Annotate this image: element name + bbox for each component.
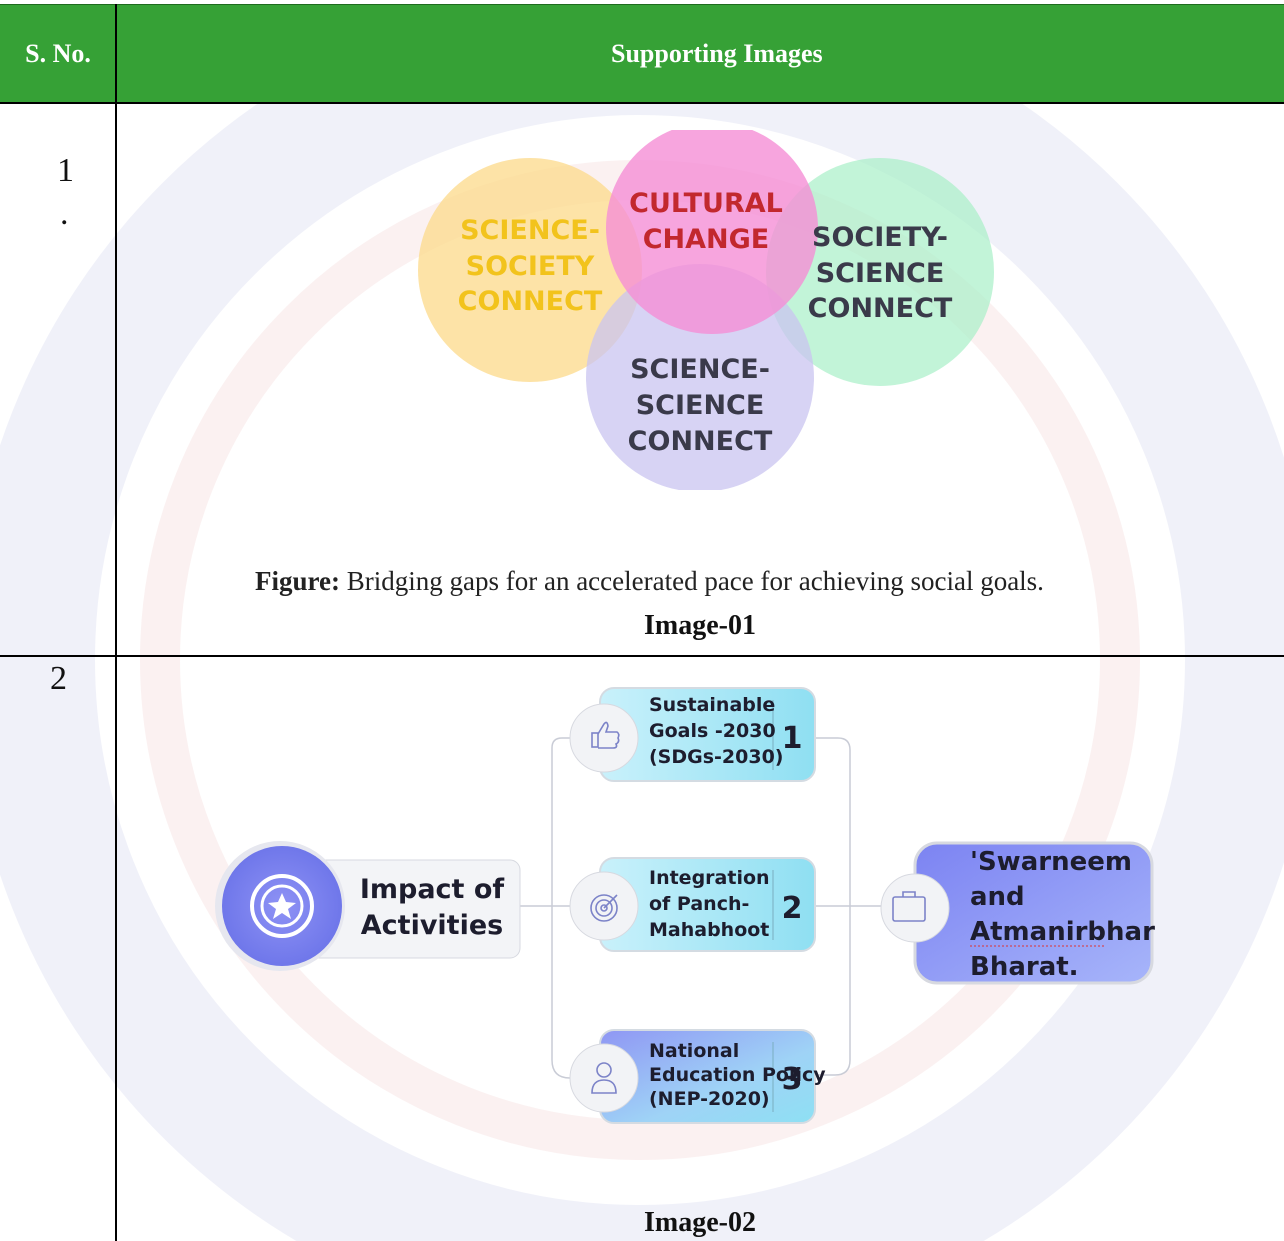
target-line-1: 'Swarneem (970, 847, 1132, 877)
header-supporting-images: Supporting Images (611, 38, 823, 68)
star-badge-icon (250, 874, 314, 938)
flow-diagram: Impact of Activities Sustainable Goals -… (215, 687, 1155, 1124)
target-line-4: Bharat. (970, 952, 1079, 982)
source-line-2: Activities (361, 910, 503, 941)
item-2-line-3: Mahabhoot (649, 919, 769, 941)
header-sno: S. No. (25, 38, 91, 68)
flow-target-node: 'Swarneem and Atmanirbhar Bharat. (880, 841, 1155, 985)
item-2-line-2: of Panch- (649, 893, 749, 915)
venn-right-line-2: SCIENCE (816, 258, 945, 289)
figure-caption-label: Figure: (255, 566, 340, 596)
venn-circle-left (418, 158, 642, 382)
figure-caption: Figure: Bridging gaps for an accelerated… (255, 566, 1044, 597)
flow-item-1: Sustainable Goals -2030 (SDGs-2030) 1 (569, 687, 816, 782)
target-line-3: Atmanirbhar (970, 917, 1155, 947)
row-2-sno: 2 (50, 660, 67, 697)
row-1-sno-suffix: . (60, 195, 69, 232)
venn-top-line-1: CULTURAL (629, 188, 783, 219)
venn-left-line-3: CONNECT (458, 286, 603, 317)
venn-right-line-3: CONNECT (808, 293, 953, 324)
venn-left-line-1: SCIENCE- (460, 215, 600, 246)
venn-circle-right (766, 158, 994, 386)
item-3-line-1: National (649, 1040, 739, 1062)
flow-item-2: Integration of Panch- Mahabhoot 2 (569, 857, 816, 952)
item-1-line-2: Goals -2030 (649, 720, 776, 742)
row-divider (0, 655, 1284, 657)
venn-bottom-line-3: CONNECT (628, 426, 773, 457)
item-1-line-1: Sustainable (649, 694, 775, 716)
figure-caption-text: Bridging gaps for an accelerated pace fo… (339, 566, 1044, 596)
item-2-line-1: Integration (649, 867, 770, 889)
column-divider (115, 4, 117, 1241)
table-header-row: S. No. Supporting Images (0, 4, 1284, 104)
venn-top-line-2: CHANGE (643, 224, 770, 255)
target-icon (590, 894, 618, 922)
item-1-number: 1 (782, 721, 803, 756)
item-1-line-3: (SDGs-2030) (649, 746, 784, 768)
item-3-number: 3 (782, 1062, 803, 1097)
briefcase-icon (892, 891, 926, 922)
image-02-label: Image-02 (644, 1207, 756, 1238)
image-01-label: Image-01 (644, 610, 756, 641)
source-line-1: Impact of (360, 874, 505, 905)
item-3-line-2: Education Policy (649, 1064, 826, 1086)
person-icon (591, 1062, 617, 1094)
item-3-line-3: (NEP-2020) (649, 1088, 770, 1110)
venn-left-line-2: SOCIETY (466, 251, 595, 282)
venn-right-line-1: SOCIETY- (812, 222, 948, 253)
flow-item-3: National Education Policy (NEP-2020) 3 (569, 1029, 826, 1124)
row-1-sno: 1 (57, 152, 74, 189)
venn-bottom-line-2: SCIENCE (636, 390, 765, 421)
item-2-number: 2 (782, 891, 803, 926)
venn-bottom-line-1: SCIENCE- (630, 354, 770, 385)
connector-lines (520, 737, 885, 1079)
thumbs-up-icon (591, 721, 620, 749)
venn-circle-top (606, 130, 818, 334)
target-line-2: and (970, 882, 1025, 912)
flow-source-node: Impact of Activities (215, 841, 521, 971)
venn-diagram: CULTURAL CHANGE SCIENCE- SOCIETY CONNECT… (418, 130, 994, 490)
